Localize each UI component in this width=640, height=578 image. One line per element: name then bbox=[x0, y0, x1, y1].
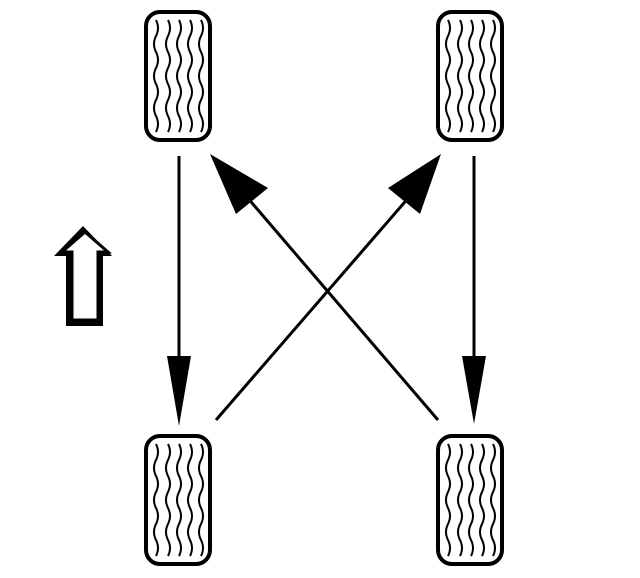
tire-rear-left bbox=[144, 434, 212, 566]
tire-front-right bbox=[436, 10, 504, 142]
arrow-rear-right-to-front-left bbox=[210, 154, 440, 421]
arrow-front-right-to-rear-right bbox=[462, 156, 486, 424]
hollow-up-arrow-icon bbox=[54, 226, 113, 326]
tire-front-left bbox=[144, 10, 212, 142]
arrow-rear-left-to-front-right bbox=[214, 154, 441, 421]
arrow-front-left-to-rear-left bbox=[167, 156, 191, 426]
tire-rear-right bbox=[436, 434, 504, 566]
